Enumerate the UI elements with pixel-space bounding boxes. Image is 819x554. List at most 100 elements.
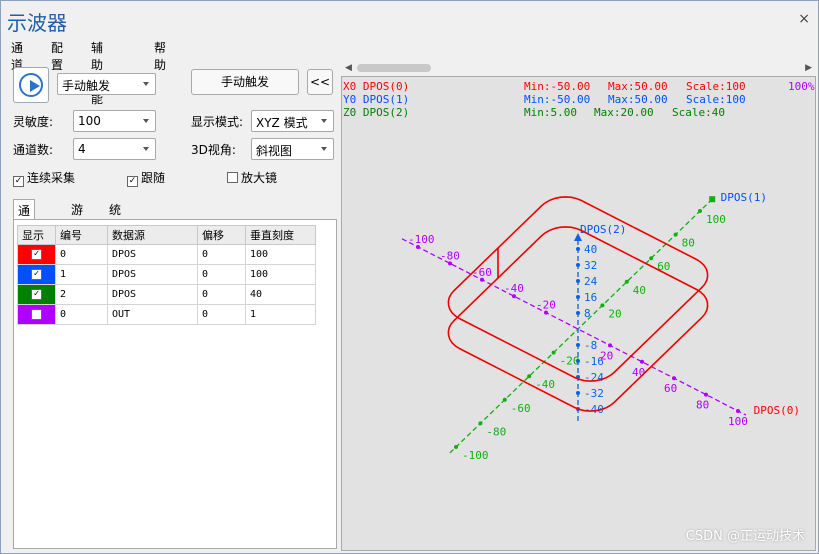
magnifier-checkbox[interactable]: 放大镜 [227, 169, 277, 186]
channel-visible-checkbox[interactable]: ✓ [31, 269, 42, 280]
y-channel-max: Max:50.00 [608, 93, 668, 106]
z-tick-mark [576, 359, 580, 363]
y-tick-label: 60 [657, 260, 670, 273]
cell-id[interactable]: 0 [55, 304, 108, 325]
cell-id[interactable]: 1 [55, 264, 108, 285]
channels-select[interactable]: 4 [73, 138, 156, 160]
collapse-button[interactable]: << [307, 69, 333, 95]
watermark: CSDN @正运动技术 [685, 529, 805, 544]
z-channel-name: Z0 DPOS(2) [343, 106, 410, 119]
follow-checkbox[interactable]: ✓跟随 [127, 169, 165, 187]
cell-offset[interactable]: 0 [197, 244, 246, 265]
channel-visible-checkbox[interactable]: ✓ [31, 289, 42, 300]
channels-value: 4 [78, 142, 86, 156]
tab-channel[interactable]: 通道号 [13, 199, 36, 252]
checkbox-box: ✓ [127, 176, 138, 187]
scope-canvas[interactable]: X0 DPOS(0) Min:-50.00 Max:50.00 Scale:10… [341, 76, 816, 551]
continuous-checkbox[interactable]: ✓连续采集 [13, 169, 75, 187]
close-icon[interactable]: × [798, 11, 810, 27]
y-tick-label: -40 [535, 378, 555, 391]
tab-cursor[interactable]: 游标 [71, 203, 84, 234]
x-tick-mark [544, 310, 548, 315]
x-tick-label: -20 [536, 299, 556, 312]
channel-visible-checkbox[interactable]: ✓ [31, 249, 42, 260]
z-channel-min: Min:5.00 [524, 106, 577, 119]
cell-id[interactable]: 2 [55, 284, 108, 305]
scroll-left-icon[interactable]: ◀ [345, 63, 352, 73]
menu-help[interactable]: 帮助 [154, 41, 167, 72]
trigger-mode-select[interactable]: 手动触发 [57, 73, 156, 95]
cell-source[interactable]: DPOS [107, 264, 198, 285]
z-tick-label: -32 [584, 387, 604, 400]
cell-scale[interactable]: 100 [245, 264, 316, 285]
tab-stats[interactable]: 统计 [109, 203, 122, 234]
z-tick-mark [576, 263, 580, 267]
x-tick-label: 60 [664, 382, 677, 395]
view3d-value: 斜视图 [256, 144, 293, 158]
col-header: 偏移 [197, 225, 246, 245]
continuous-label: 连续采集 [27, 171, 76, 185]
trajectory-top [447, 196, 709, 382]
x-tick-label: 40 [632, 366, 645, 379]
display-mode-value: XYZ 模式 [256, 116, 308, 130]
z-tick-label: 40 [584, 243, 597, 256]
horizontal-scrollbar[interactable]: ◀ ▶ [341, 61, 816, 75]
cell-source[interactable]: DPOS [107, 284, 198, 305]
z-tick-label: -24 [584, 371, 604, 384]
y-tick-label: -20 [560, 355, 580, 368]
channel-visible-cell[interactable]: ✓ [17, 264, 56, 285]
cell-scale[interactable]: 1 [245, 304, 316, 325]
x-tick-mark [672, 376, 676, 381]
z-tick-mark [576, 279, 580, 283]
scroll-thumb[interactable] [357, 64, 431, 72]
cell-scale[interactable]: 40 [245, 284, 316, 305]
manual-trigger-button[interactable]: 手动触发 [191, 69, 299, 95]
x-channel-min: Min:-50.00 [524, 80, 591, 93]
cell-scale[interactable]: 100 [245, 244, 316, 265]
y-tick-label: 40 [633, 284, 646, 297]
menu-config[interactable]: 配置 [51, 41, 64, 72]
y-axis-name: DPOS(1) [721, 191, 767, 204]
display-mode-select[interactable]: XYZ 模式 [251, 110, 334, 132]
cell-source[interactable]: DPOS [107, 244, 198, 265]
control-panel: 手动触发 手动触发 << 灵敏度: 100 显示模式: XYZ 模式 通道数: … [7, 61, 337, 551]
cell-offset[interactable]: 0 [197, 284, 246, 305]
sensitivity-value: 100 [78, 114, 101, 128]
x-tick-label: 100 [728, 415, 748, 428]
trigger-mode-value: 手动触发 [62, 79, 111, 93]
cell-source[interactable]: OUT [107, 304, 198, 325]
channel-visible-cell[interactable]: ✓ [17, 284, 56, 305]
z-channel-max: Max:20.00 [594, 106, 654, 119]
z-tick-mark [576, 295, 580, 299]
view3d-label: 3D视角: [191, 143, 236, 157]
zoom-level: 100% [788, 80, 815, 93]
y-tick-mark [454, 445, 458, 449]
checkbox-box [227, 172, 238, 183]
sensitivity-select[interactable]: 100 [73, 110, 156, 132]
y-tick-mark [649, 256, 654, 261]
channel-visible-cell[interactable] [17, 304, 56, 325]
channels-label: 通道数: [13, 143, 54, 157]
z-axis-name: DPOS(2) [580, 223, 626, 236]
view3d-select[interactable]: 斜视图 [251, 138, 334, 160]
y-channel-scale: Scale:100 [686, 93, 746, 106]
z-tick-label: 16 [584, 291, 597, 304]
cell-offset[interactable]: 0 [197, 264, 246, 285]
col-header: 垂直刻度 [245, 225, 316, 245]
run-button[interactable] [13, 67, 49, 103]
x-axis-name: DPOS(0) [754, 404, 800, 417]
x-channel-scale: Scale:100 [686, 80, 746, 93]
x-tick-mark [416, 245, 420, 249]
x-tick-mark [704, 392, 708, 397]
cell-offset[interactable]: 0 [197, 304, 246, 325]
cell-id[interactable]: 0 [55, 244, 108, 265]
y-axis-end-marker [709, 196, 716, 203]
channel-visible-cell[interactable]: ✓ [17, 244, 56, 265]
scroll-right-icon[interactable]: ▶ [805, 63, 812, 73]
channel-visible-checkbox[interactable] [31, 309, 42, 320]
